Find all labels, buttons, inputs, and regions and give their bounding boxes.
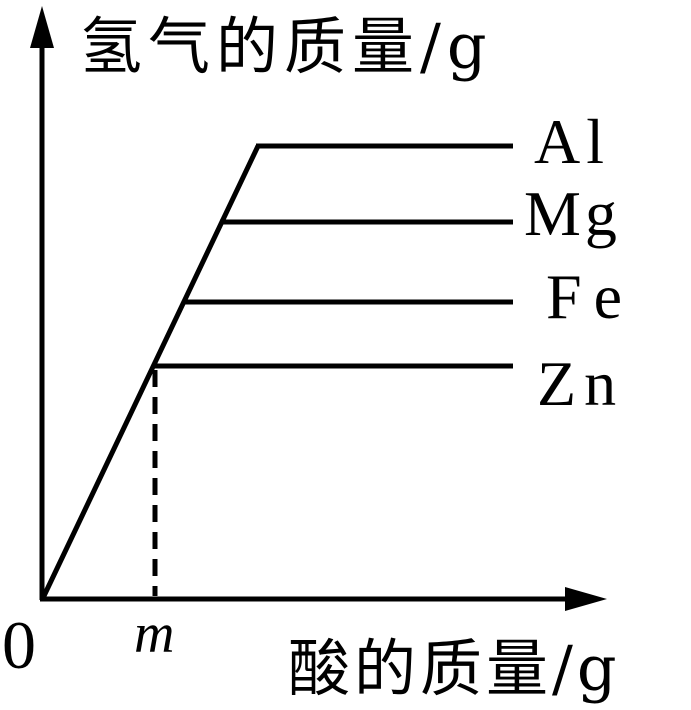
label-fe: Fe bbox=[546, 261, 634, 332]
x-tick-m: m bbox=[134, 603, 174, 665]
y-axis-title: 氢气的质量/g bbox=[80, 10, 493, 83]
x-axis bbox=[40, 587, 607, 611]
origin-label: 0 bbox=[2, 607, 36, 683]
y-axis-arrow-icon bbox=[30, 6, 54, 48]
label-mg: Mg bbox=[524, 178, 621, 249]
x-axis-arrow-icon bbox=[565, 587, 607, 611]
label-zn: Zn bbox=[537, 348, 624, 419]
y-axis bbox=[30, 6, 54, 600]
x-axis-title: 酸的质量/g bbox=[288, 632, 621, 705]
label-al: Al bbox=[534, 106, 610, 177]
shared-slope-line bbox=[40, 144, 261, 600]
